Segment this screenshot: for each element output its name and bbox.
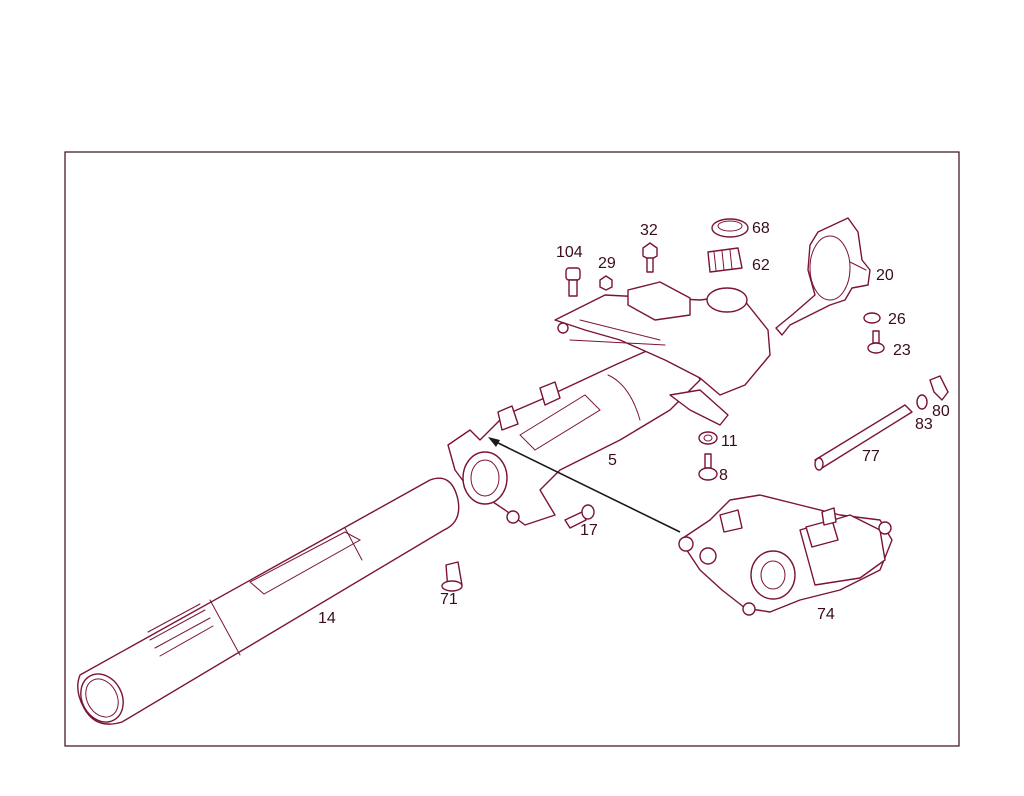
label-104: 104 [556,244,583,261]
part-11-washer [698,431,718,445]
label-29: 29 [598,255,616,272]
connection-leader-line [491,439,681,533]
part-83-washer [916,394,928,410]
label-83: 83 [915,416,933,433]
part-32-bolt [642,242,658,273]
label-17: 17 [580,522,598,539]
leader-arrowhead [488,437,500,447]
part-29-nut [599,275,613,291]
label-5: 5 [608,452,617,469]
label-68: 68 [752,220,770,237]
label-74: 74 [817,606,835,623]
part-62-clip [707,247,743,273]
part-74-motor-unit [678,494,893,616]
label-14: 14 [318,610,336,627]
part-26-washer [863,312,881,324]
part-77-rod [814,404,913,471]
label-8: 8 [719,467,728,484]
label-80: 80 [932,403,950,420]
part-20-bracket [775,217,871,336]
part-104-bolt [565,267,581,297]
part-8-screw [698,453,718,481]
part-5-column-housing [447,281,771,526]
label-20: 20 [876,267,894,284]
label-71: 71 [440,591,458,608]
label-32: 32 [640,222,658,239]
part-80-clip [929,375,949,401]
part-14-tube [77,477,460,725]
part-71-plug [441,561,463,592]
diagram-frame [64,151,960,747]
part-68-ring [711,218,749,238]
part-23-screw [867,330,885,354]
part-17-screw [564,504,595,529]
label-77: 77 [862,448,880,465]
label-26: 26 [888,311,906,328]
label-11: 11 [721,433,738,450]
label-23: 23 [893,342,911,359]
label-62: 62 [752,257,770,274]
